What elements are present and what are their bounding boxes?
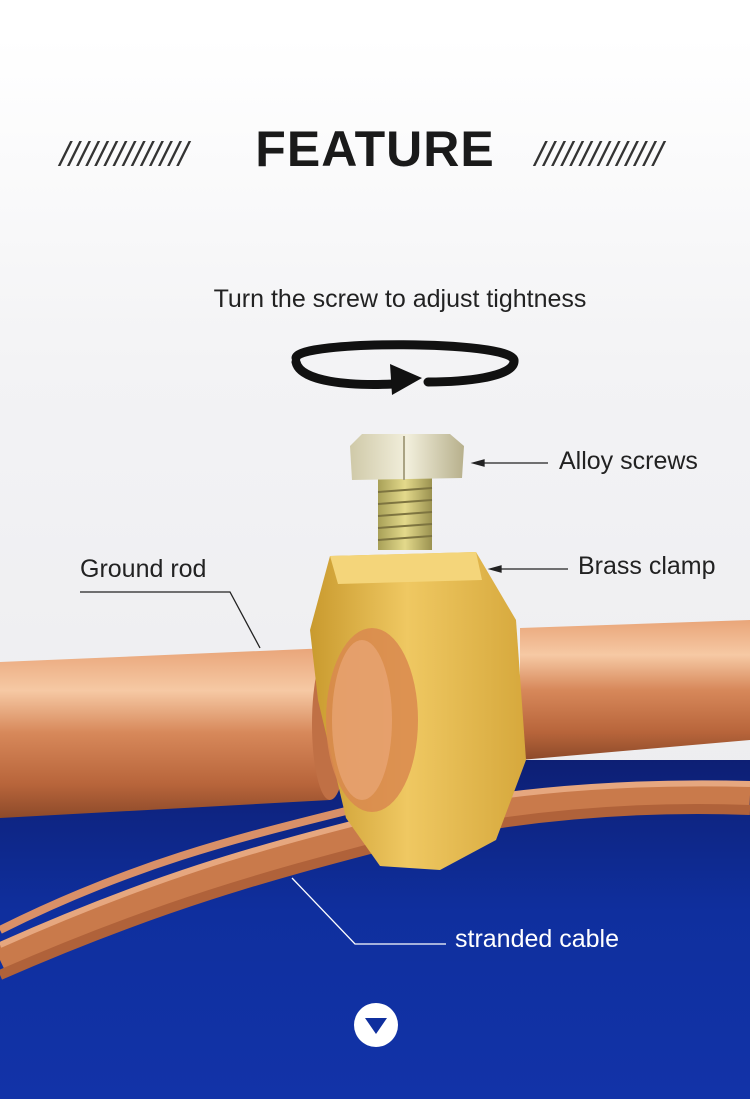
chevron-down-icon xyxy=(365,1018,387,1034)
callout-stranded-cable: stranded cable xyxy=(455,925,620,953)
callout-ground-rod: Ground rod xyxy=(80,555,207,583)
instruction-text: Turn the screw to adjust tightness xyxy=(213,285,587,313)
callout-brass-clamp: Brass clamp xyxy=(578,552,716,580)
leader-lines xyxy=(80,459,568,945)
title-decoration-left: ////////////// xyxy=(60,136,189,171)
title-decoration-right: ////////////// xyxy=(535,136,664,171)
page-title: FEATURE xyxy=(255,121,495,177)
alloy-screw xyxy=(350,434,464,550)
callout-alloy-screws: Alloy screws xyxy=(559,447,698,475)
scroll-down-button[interactable] xyxy=(354,1003,398,1047)
rotation-arrow-icon xyxy=(291,340,519,395)
brass-clamp xyxy=(310,552,526,870)
